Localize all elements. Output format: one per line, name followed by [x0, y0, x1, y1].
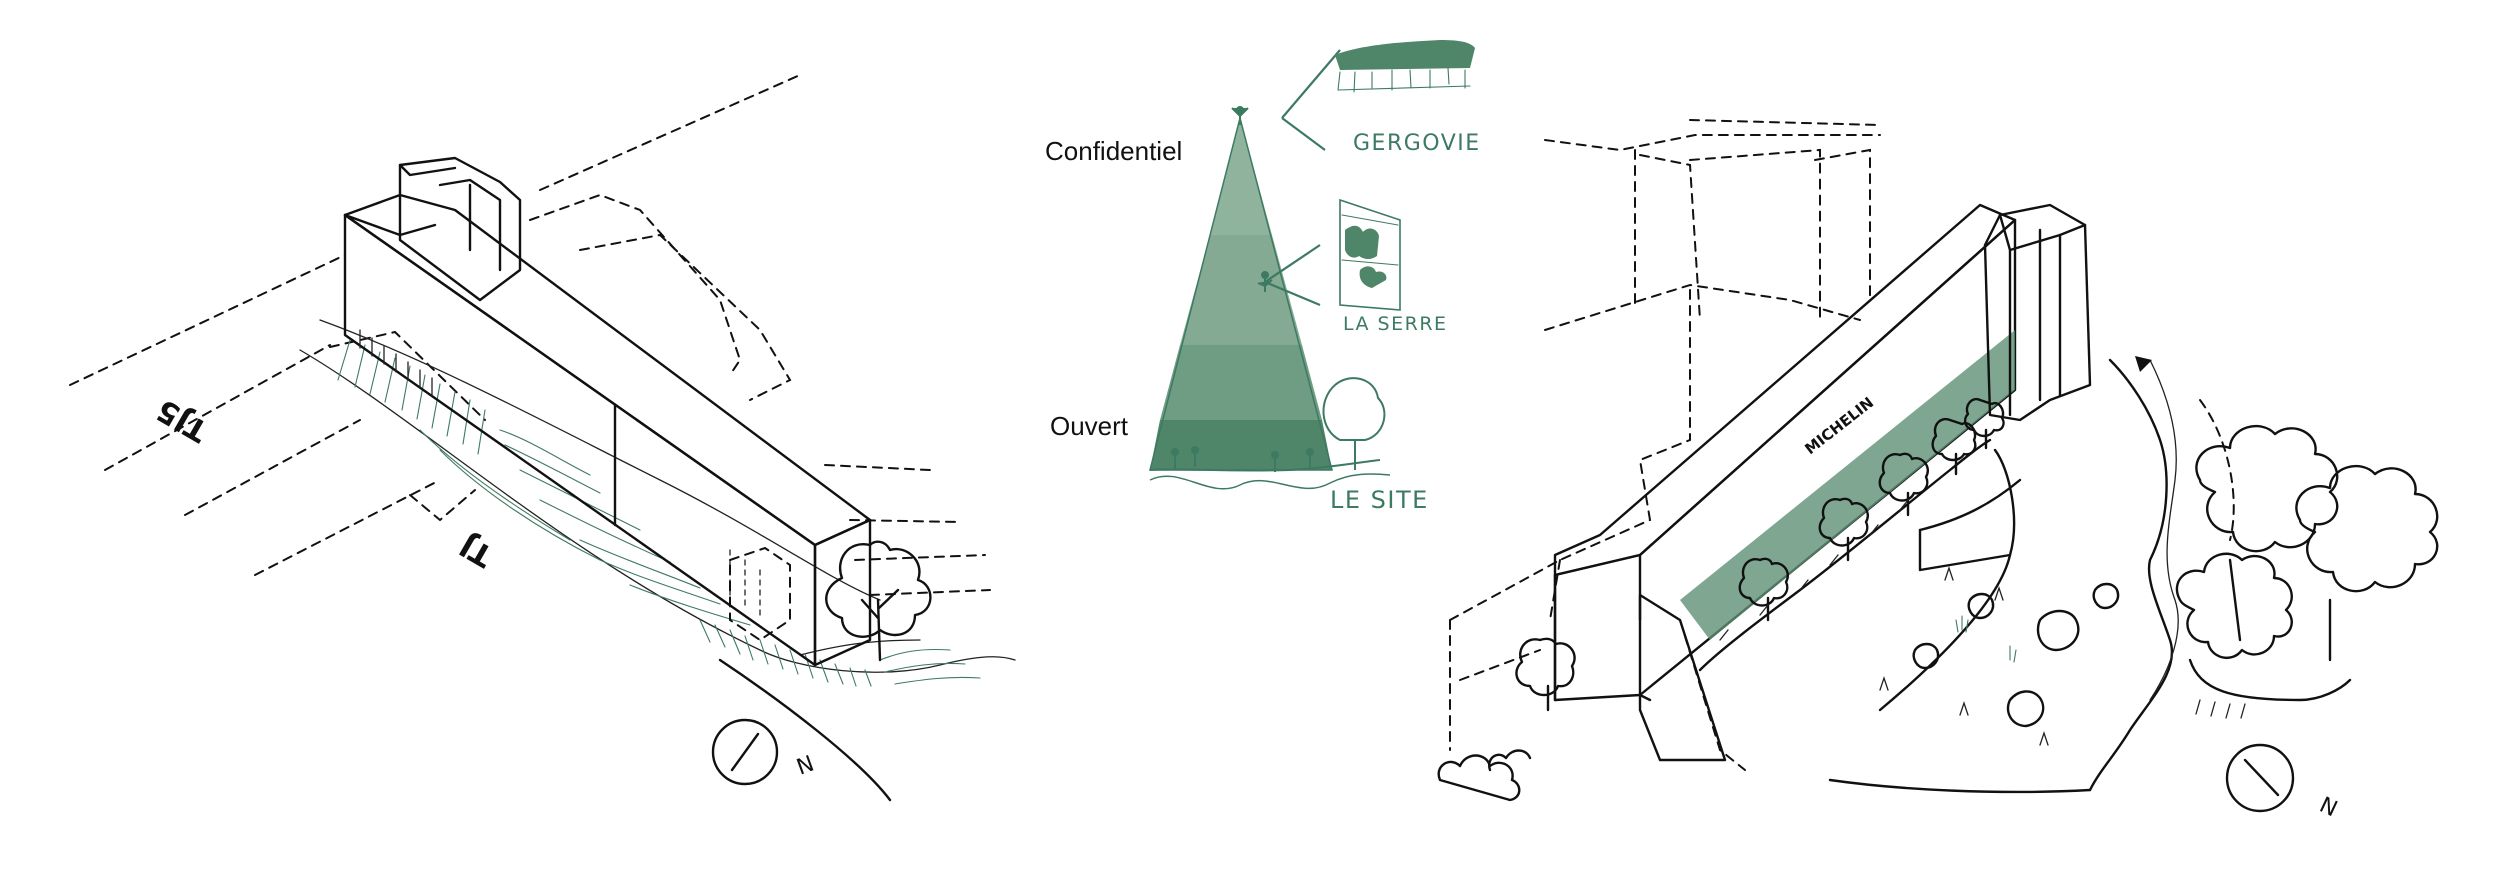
left-axonometric-view: TJ5 TJ N [69, 74, 1016, 802]
building-label-michelin: MICHELIN [1801, 393, 1877, 458]
right-large-trees [2175, 424, 2439, 719]
north-label-right: N [2315, 793, 2340, 823]
left-building [343, 193, 872, 667]
right-building: MICHELIN [1553, 203, 2017, 762]
left-tree-icon [825, 540, 932, 662]
pyramid-top-label: Confidentiel [1045, 136, 1182, 166]
pyramid-band-3 [1160, 345, 1322, 420]
accessibility-pyramid: Confidentiel Ouvert GERGOVIE LA SERRE LE… [1045, 40, 1481, 514]
site-sketch [1149, 377, 1391, 490]
serre-sketch [1339, 198, 1401, 311]
pyramid-band-bottom [1150, 420, 1332, 470]
level-label-gergovie: GERGOVIE [1353, 131, 1481, 156]
left-landscape-hatching [337, 339, 981, 687]
right-north-arrow: N [2225, 743, 2341, 823]
level-label-le-site: LE SITE [1330, 486, 1429, 514]
right-tower [1983, 203, 2092, 422]
left-ground [299, 319, 1016, 802]
street-label-tj5: TJ5 [151, 392, 214, 449]
level-label-la-serre: LA SERRE [1343, 313, 1448, 335]
right-front-tree-icon [1515, 637, 1576, 712]
left-north-arrow: N [711, 718, 818, 786]
north-label-left: N [794, 752, 818, 781]
street-label-tj: TJ [454, 527, 499, 573]
left-tower [398, 156, 522, 302]
right-axonometric-view: MICHELIN [1437, 119, 2439, 823]
figure-middle-icon [1257, 271, 1273, 292]
figure-top-icon [1231, 106, 1249, 125]
right-context-buildings [1449, 119, 1881, 771]
pyramid-band-top [1210, 118, 1272, 235]
pyramid-bottom-label: Ouvert [1050, 411, 1129, 441]
right-bushes [1437, 749, 1532, 802]
left-street-lines [69, 74, 991, 596]
right-tree-row [1698, 397, 2005, 672]
gergovie-sketch [1335, 40, 1475, 93]
pyramid-band-2 [1180, 235, 1302, 345]
right-landscape [1828, 356, 2235, 794]
